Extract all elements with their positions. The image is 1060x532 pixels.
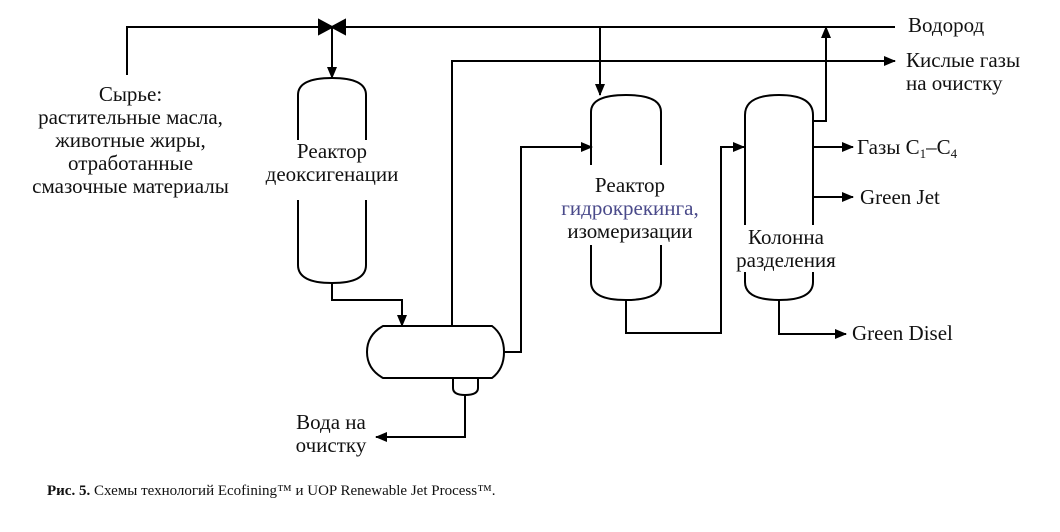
hydrocracking-outlet-line (625, 142, 745, 334)
hydrocracking-reactor-label: Реактор гидрокрекинга, изомеризации (550, 174, 710, 243)
separator-boot (452, 378, 479, 397)
separator-outlet-line (504, 142, 593, 353)
green-jet-label: Green Jet (860, 185, 940, 209)
gases-label: Газы C1–C4 (857, 135, 958, 162)
water-outlet-line (375, 395, 466, 442)
water-label: Вода на очистку (295, 410, 367, 457)
feed-line (126, 26, 318, 75)
separator-vessel (365, 325, 506, 379)
feed-label: Сырье: растительные масла, животные жиры… (32, 82, 229, 198)
acid-gases-label: Кислые газы на очистку (906, 48, 1021, 95)
deox-reactor-label: Реактор деоксигенации (262, 140, 402, 186)
deox-outlet-line (331, 283, 407, 327)
green-diesel-label: Green Disel (852, 321, 953, 345)
hydrogen-recycle-line (813, 26, 831, 122)
green-diesel-outlet-line (778, 300, 847, 339)
figure-caption: Рис. 5. Схемы технологий Ecofining™ и UO… (47, 483, 496, 499)
acid-gas-line (451, 56, 896, 326)
column-label: Колонна разделения (730, 226, 842, 272)
hydrogen-label: Водород (908, 13, 985, 37)
